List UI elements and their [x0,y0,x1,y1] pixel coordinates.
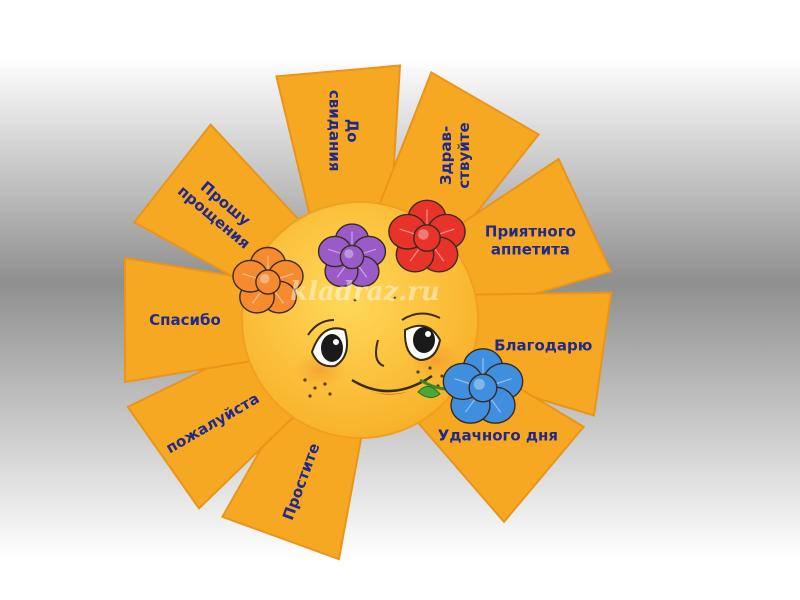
ray-label-line: Спасибо [149,311,221,329]
ray-label-udachnogo-dnya: Удачного дня [438,427,558,445]
watermark: kladraz.ru [290,277,440,307]
ray-label-zdravstvuyte: Здрав-ствуйте [437,122,473,188]
ray-label-line: ствуйте [455,122,473,188]
ray-label-spasibo: Спасибо [149,311,221,329]
flower-icon [317,223,387,288]
sun-face-icon [294,296,461,398]
ray-label-line: свидания [325,90,343,172]
ray-label-line: Удачного дня [438,427,558,445]
flower-icon [388,199,466,273]
ray-label-line: До [343,119,361,143]
ray-label-line: Благодарю [494,337,592,355]
ray-label-line: Приятного [485,223,576,241]
flowers-group [232,199,524,424]
ray-label-blagodaryu: Благодарю [494,337,592,355]
ray-label-do-svidaniya: Досвидания [325,90,361,172]
flower-icon [232,246,304,314]
ray-label-line: Здрав- [437,126,455,185]
ray-label-line: аппетита [491,241,570,259]
flower-icon [442,348,524,424]
